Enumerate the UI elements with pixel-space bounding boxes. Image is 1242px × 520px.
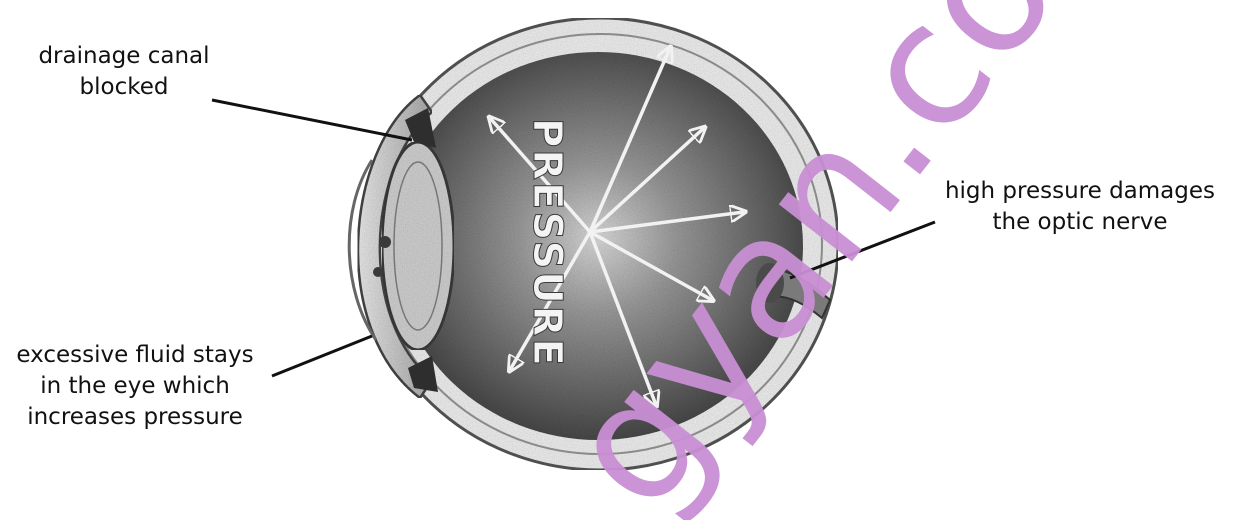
excessive-fluid-label: excessive fluid stays in the eye which i… bbox=[2, 340, 268, 433]
leader-line-fluid bbox=[272, 336, 372, 376]
pressure-word: PRESSURE bbox=[524, 118, 570, 368]
fluid-line-3: increases pressure bbox=[2, 402, 268, 433]
optic-line-1: high pressure damages bbox=[930, 176, 1230, 207]
diagram-stage: PRESSURE drainage canal blocked high pre… bbox=[0, 0, 1242, 481]
optic-nerve-label: high pressure damages the optic nerve bbox=[930, 176, 1230, 238]
fluid-line-2: in the eye which bbox=[2, 371, 268, 402]
optic-line-2: the optic nerve bbox=[930, 207, 1230, 238]
leader-line-drainage bbox=[212, 100, 412, 140]
lens bbox=[382, 142, 454, 350]
drainage-line-2: blocked bbox=[24, 72, 224, 103]
fluid-line-1: excessive fluid stays bbox=[2, 340, 268, 371]
drainage-line-1: drainage canal bbox=[24, 41, 224, 72]
drainage-canal-label: drainage canal blocked bbox=[24, 41, 224, 103]
